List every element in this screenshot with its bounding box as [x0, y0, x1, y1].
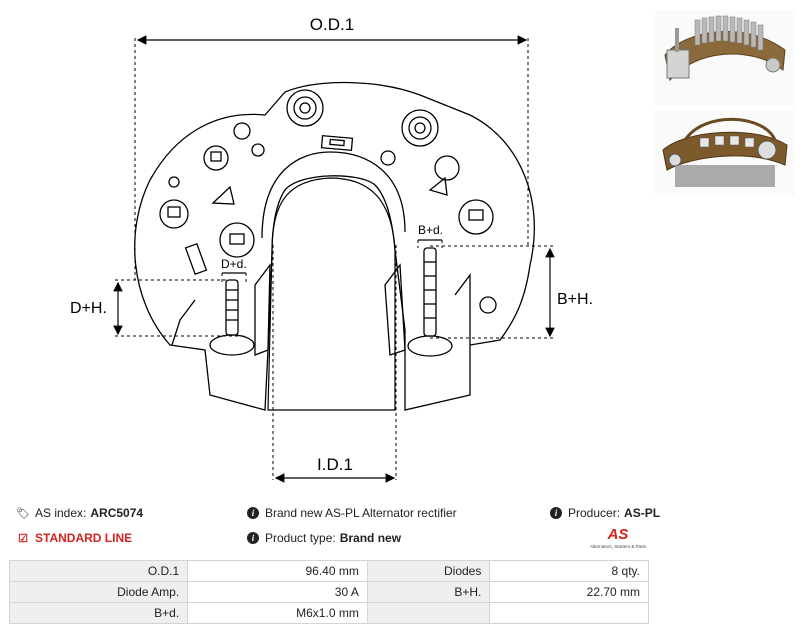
spec-key-cell: B+d. — [8, 602, 189, 624]
rectifier-drawing: O.D.1 I.D.1 B+H. D+H. B+d. D+d. — [70, 15, 593, 483]
product-photo-bottom — [655, 110, 795, 195]
spec-key-cell: B+H. — [366, 581, 491, 603]
as-pl-logo: AS Alternators, Starters & Parts — [590, 526, 647, 549]
standard-line-row: ☑ STANDARD LINE — [16, 531, 132, 545]
product-type-value: Brand new — [339, 531, 402, 545]
as-index-row: 🏷 AS index: ARC5074 — [16, 506, 143, 520]
svg-text:Alternators, Starters & Parts: Alternators, Starters & Parts — [590, 544, 647, 549]
spec-value-cell: 96.40 mm — [187, 560, 368, 582]
rectifier-outline — [134, 81, 535, 411]
producer-value: AS-PL — [624, 506, 661, 520]
spec-value-cell: 22.70 mm — [489, 581, 649, 603]
spec-value-cell: 8 qty. — [489, 560, 649, 582]
od-label: O.D.1 — [310, 15, 354, 34]
spec-key-cell: Diode Amp. — [8, 581, 189, 603]
checkbox-icon: ☑ — [18, 532, 28, 545]
info-icon: i — [247, 507, 259, 519]
table-row: B+d.M6x1.0 mm — [8, 602, 649, 624]
spec-value-cell — [489, 602, 649, 624]
spec-value-cell: M6x1.0 mm — [187, 602, 368, 624]
spec-key-cell — [366, 602, 491, 624]
dd-label: D+d. — [221, 257, 247, 271]
info-icon: i — [550, 507, 562, 519]
dh-label: D+H. — [70, 300, 107, 317]
inner-bore — [267, 177, 396, 411]
producer-row: i Producer: AS-PL — [550, 506, 660, 520]
tag-icon: 🏷 — [16, 507, 30, 520]
as-index-label: AS index: — [35, 506, 87, 520]
spec-value-cell: 30 A — [187, 581, 368, 603]
brand-row: i Brand new AS-PL Alternator rectifier — [247, 506, 457, 520]
brand-text: Brand new AS-PL Alternator rectifier — [265, 506, 457, 520]
spec-key-cell: O.D.1 — [8, 560, 189, 582]
id-label: I.D.1 — [317, 455, 353, 474]
product-photo-top — [655, 10, 795, 105]
producer-label: Producer: — [568, 506, 621, 520]
svg-text:AS: AS — [607, 526, 629, 543]
product-type-label: Product type: — [265, 531, 336, 545]
product-type-row: i Product type: Brand new — [247, 531, 401, 545]
bh-label: B+H. — [557, 291, 593, 308]
info-icon: i — [247, 532, 259, 544]
as-index-value: ARC5074 — [90, 506, 144, 520]
spec-key-cell: Diodes — [366, 560, 491, 582]
bd-label: B+d. — [418, 223, 443, 237]
standard-line-label: STANDARD LINE — [35, 531, 133, 545]
